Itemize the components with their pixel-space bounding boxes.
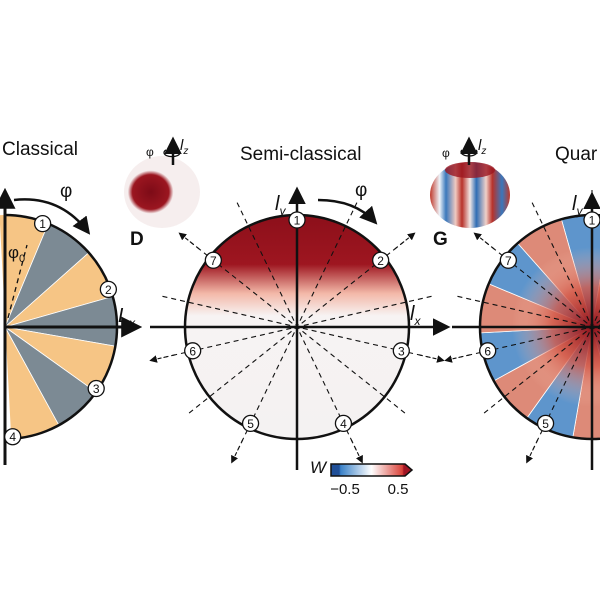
ly-subscript: y	[278, 204, 286, 218]
quantum-lz-subscript: z	[480, 146, 486, 157]
semiclassical-marker-4-label: 4	[340, 417, 347, 431]
lz-subscript: z	[182, 146, 188, 157]
classical-marker-2-label: 2	[105, 283, 112, 297]
phi0-symbol: φ	[8, 243, 19, 262]
panel-label-g: G	[433, 229, 448, 250]
quantum-marker-6-label: 6	[484, 344, 491, 358]
lx-symbol-semi: l	[410, 303, 415, 325]
lx-subscript: x	[128, 316, 136, 330]
classical-title: Classical	[2, 139, 78, 160]
lz-label: lz	[180, 137, 188, 157]
lx-symbol: L	[118, 305, 129, 327]
direction-arrow	[418, 354, 445, 363]
semiclassical-phi-arrow	[317, 198, 378, 225]
semiclassical-marker-5-circle	[241, 414, 260, 433]
colorbar-label: W	[310, 458, 328, 477]
semiclassical-marker-7-label: 7	[210, 254, 217, 268]
semiclassical-marker-6-circle	[184, 342, 202, 360]
lx-label: Lx	[118, 305, 136, 330]
quantum-sphere	[430, 162, 510, 228]
classical-marker-4-label: 4	[9, 430, 16, 444]
classical-marker-3-label: 3	[93, 382, 100, 396]
semiclassical-marker-3-circle	[392, 342, 410, 360]
phi-label: φ	[60, 181, 72, 202]
semiclassical-marker-7-circle	[204, 251, 222, 269]
quantum-rotation-icon	[460, 149, 478, 157]
classical-marker-4-circle	[4, 428, 22, 446]
quantum-ly-symbol: l	[572, 193, 577, 215]
quantum-title: Quar	[555, 144, 598, 165]
quantum-marker-1-circle	[583, 211, 600, 229]
colorbar-min-label: −0.5	[330, 481, 360, 498]
panel-label-d: D	[130, 229, 144, 250]
semiclassical-marker-6-label: 6	[189, 344, 196, 358]
semiclassical-marker-2-circle	[372, 251, 390, 269]
quantum-marker-1-label: 1	[589, 214, 596, 228]
semiclassical-marker-4-circle	[334, 414, 353, 433]
classical-marker-1-label: 1	[39, 217, 46, 231]
semiclassical-marker-1-label: 1	[294, 214, 301, 228]
ly-symbol: l	[275, 193, 280, 215]
semiclassical-title: Semi-classical	[240, 144, 361, 165]
phi-arrow	[13, 198, 91, 235]
lz-symbol: l	[180, 137, 184, 154]
semiclassical-phi-label: φ	[355, 180, 367, 201]
semiclassical-marker-1-circle	[288, 211, 306, 229]
semiclassical-sphere	[124, 156, 200, 228]
phi0-label: φ0	[8, 243, 25, 265]
quantum-ly-subscript: y	[575, 204, 583, 218]
direction-arrow	[231, 439, 244, 464]
quantum-sphere-cap	[445, 162, 495, 178]
phi0-dashed-line	[7, 244, 28, 319]
classical-marker-2-circle	[99, 280, 118, 299]
phi0-subscript: 0	[19, 253, 25, 265]
rotation-icon	[163, 149, 181, 158]
classical-marker-1-circle	[33, 214, 52, 233]
direction-arrow	[149, 354, 176, 363]
quantum-marker-6-circle	[479, 342, 497, 360]
quantum-direction-arrow	[473, 232, 495, 250]
direction-arrow	[394, 232, 416, 250]
classical-marker-3-circle	[87, 379, 105, 398]
direction-arrow	[178, 232, 200, 250]
quantum-direction-arrow	[444, 354, 471, 363]
quantum-sphere-phi-label: φ	[442, 146, 450, 160]
ly-label: ly	[275, 193, 286, 218]
semiclassical-marker-3-label: 3	[398, 344, 405, 358]
colorbar-max-label: 0.5	[388, 481, 409, 498]
semiclassical-marker-5-label: 5	[247, 417, 254, 431]
sphere-phi-label: φ	[146, 145, 154, 159]
quantum-marker-5-circle	[536, 414, 555, 433]
lx-label-semi: lx	[410, 303, 421, 328]
quantum-marker-5-label: 5	[542, 417, 549, 431]
semiclassical-marker-2-label: 2	[377, 254, 384, 268]
quantum-direction-arrow	[526, 439, 539, 464]
quantum-marker-7-label: 7	[505, 254, 512, 268]
lx-subscript-semi: x	[413, 314, 421, 328]
classical-sectors	[0, 215, 117, 439]
quantum-ly-label: ly	[572, 193, 583, 218]
quantum-lz-symbol: l	[478, 137, 482, 154]
quantum-lz-label: lz	[478, 137, 486, 157]
colorbar	[330, 463, 414, 477]
quantum-marker-7-circle	[499, 251, 517, 269]
